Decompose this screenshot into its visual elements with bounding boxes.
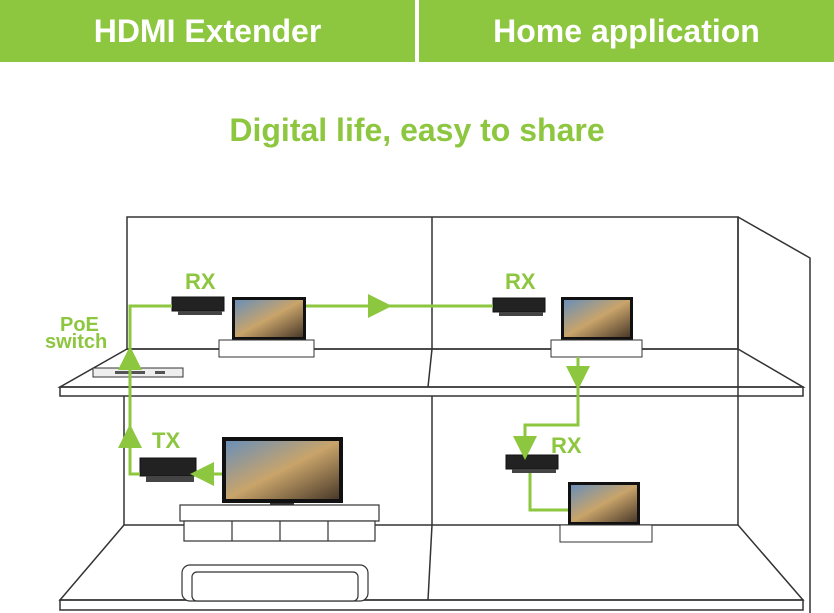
tv-lower-left xyxy=(222,437,343,507)
tv-cabinet xyxy=(179,504,380,542)
header-left-title: HDMI Extender xyxy=(0,0,415,62)
poe-switch-device xyxy=(92,367,184,378)
sofa xyxy=(181,564,369,602)
signal-lines xyxy=(118,294,590,512)
label-poe-line2: switch xyxy=(45,331,107,353)
tv-upper-right xyxy=(550,297,643,358)
tv-lower-right xyxy=(559,482,653,543)
tx-device xyxy=(139,457,197,482)
label-rx-upper-right: RX xyxy=(505,269,536,294)
upper-floor-edge xyxy=(59,386,804,397)
label-poe-line1: PoE xyxy=(60,314,99,336)
label-tx: TX xyxy=(152,428,180,453)
rx-upper-right-device xyxy=(492,297,546,316)
house-structure xyxy=(57,216,811,613)
header-right-title: Home application xyxy=(419,0,834,62)
label-rx-upper-left: RX xyxy=(185,269,216,294)
rx-upper-left-device xyxy=(171,296,225,315)
tv-upper-left xyxy=(218,297,315,358)
label-rx-lower-right: RX xyxy=(551,433,582,458)
subtitle: Digital life, easy to share xyxy=(229,112,605,148)
right-side-wall xyxy=(737,216,811,613)
